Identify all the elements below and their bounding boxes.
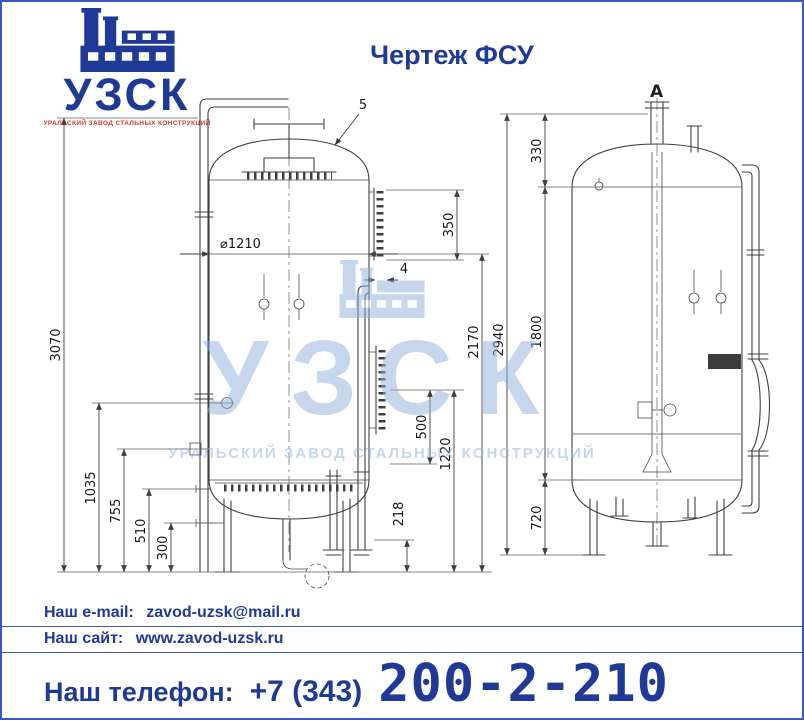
- dim-720: 720: [530, 506, 545, 531]
- dim-3070: 3070: [49, 328, 64, 361]
- site-row: Наш сайт: www.zavod-uzsk.ru: [2, 627, 802, 653]
- logo-tagline: УРАЛЬСКИЙ ЗАВОД СТАЛЬНЫХ КОНСТРУКЦИЙ: [43, 119, 211, 127]
- site-link[interactable]: www.zavod-uzsk.ru: [135, 629, 284, 647]
- left-vessel: [189, 98, 386, 589]
- logo-name: УЗСК: [63, 69, 191, 120]
- technical-drawing: 3070 1035 755 510 300 ⌀1210 5: [49, 82, 770, 589]
- right-vessel-dimensions: 2940 330 1800 720 А: [492, 82, 664, 556]
- dim-4: 4: [400, 262, 408, 277]
- dim-2940: 2940: [492, 323, 507, 356]
- dim-330: 330: [530, 139, 545, 164]
- phone-area-code: +7 (343): [249, 674, 363, 708]
- site-label: Наш сайт:: [44, 629, 124, 647]
- dim-2170: 2170: [467, 325, 482, 358]
- dim-1220: 1220: [439, 437, 454, 470]
- section-label-a: А: [650, 82, 664, 102]
- dim-755: 755: [109, 499, 124, 524]
- page-title: Чертеж ФСУ: [370, 40, 534, 70]
- dim-1035: 1035: [84, 471, 99, 504]
- phone-label: Наш телефон:: [44, 676, 234, 707]
- dim-350: 350: [442, 213, 457, 238]
- phone-number: 200-2-210: [378, 653, 669, 714]
- left-vessel-dimensions: 3070 1035 755 510 300 ⌀1210 5: [49, 98, 492, 573]
- dim-218: 218: [392, 502, 407, 527]
- dim-diameter-1210: ⌀1210: [220, 237, 261, 252]
- dim-500: 500: [415, 415, 430, 440]
- email-row: Наш e-mail: zavod-uzsk@mail.ru: [2, 601, 802, 627]
- right-vessel: [571, 98, 770, 556]
- dim-300: 300: [156, 536, 171, 561]
- email-label: Наш e-mail:: [44, 603, 134, 621]
- dim-1800: 1800: [530, 315, 545, 348]
- dim-510: 510: [134, 519, 149, 544]
- factory-icon: [79, 8, 175, 72]
- email-link[interactable]: zavod-uzsk@mail.ru: [146, 603, 301, 621]
- footer: Наш e-mail: zavod-uzsk@mail.ru Наш сайт:…: [2, 601, 802, 718]
- dim-5: 5: [359, 98, 367, 113]
- phone-row: Наш телефон: +7 (343) 200-2-210: [2, 653, 802, 718]
- company-logo: УЗСК УРАЛЬСКИЙ ЗАВОД СТАЛЬНЫХ КОНСТРУКЦИ…: [38, 8, 216, 127]
